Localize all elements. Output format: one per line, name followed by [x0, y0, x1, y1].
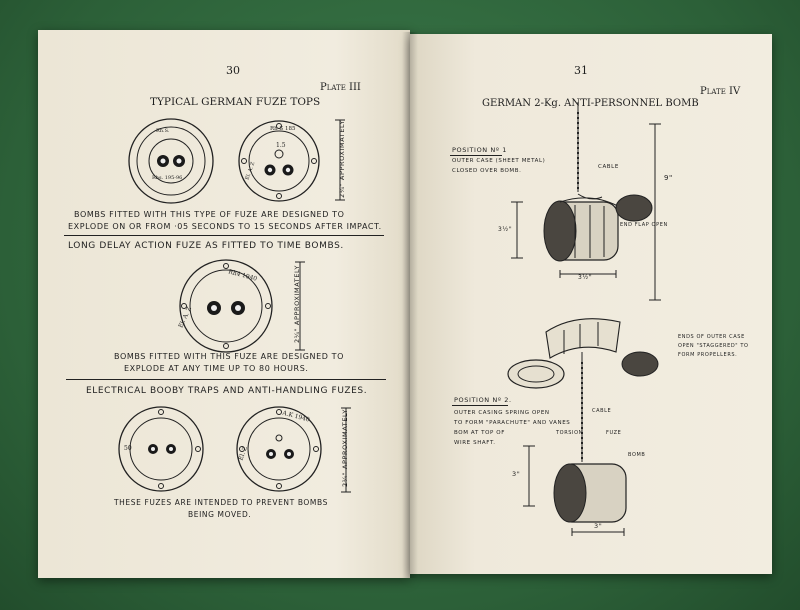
fuze-1-mark-bottom: Rhs. 195-96	[152, 175, 183, 181]
dimension-label-3: 2¼" APPROXIMATELY	[340, 409, 349, 487]
ends-note-line-1: ENDS OF OUTER CASE	[678, 334, 745, 340]
position-1-line-1: OUTER CASE (SHEET METAL)	[452, 158, 546, 164]
fuze-2-mark-top: Rh S 185	[270, 126, 296, 132]
end-flap-label: END FLAP OPEN	[620, 222, 668, 228]
dimension-9: 9"	[664, 174, 673, 182]
fuze-top-1-drawing	[128, 118, 214, 204]
position-2-line-3: BOM AT TOP OF	[454, 430, 505, 436]
dimension-line-3-5-side	[511, 201, 523, 259]
section-2-title: LONG DELAY ACTION FUZE AS FITTED TO TIME…	[68, 241, 344, 251]
caption-1-line-1: BOMBS FITTED WITH THIS TYPE OF FUZE ARE …	[74, 210, 345, 219]
position-1-underline	[450, 155, 502, 156]
fuze-1-mark-top: Rh.S.	[156, 128, 170, 134]
fuze-label: FUZE	[606, 430, 622, 436]
dimension-3-5-bottom: 3½"	[578, 274, 593, 281]
position-2-label: POSITION Nº 2.	[454, 396, 512, 404]
fuze-2-mark-center: 1.5	[276, 142, 286, 149]
position-2-underline	[452, 405, 508, 406]
dimension-label-1: 2¼" APPROXIMATELY	[337, 120, 346, 198]
section-3-title: ELECTRICAL BOOBY TRAPS AND ANTI-HANDLING…	[86, 386, 368, 396]
position-2-line-4: WIRE SHAFT.	[454, 440, 496, 446]
divider-2	[66, 379, 386, 380]
fuze-top-2-drawing	[238, 120, 320, 202]
book-spine-shadow	[402, 32, 418, 578]
bomb-position-2-drawing	[507, 318, 659, 536]
bomb-label: BOMB	[628, 452, 646, 458]
dimension-3-side: 3"	[512, 470, 521, 478]
right-page: 31 Plate IV GERMAN 2-Kg. ANTI-PERSONNEL …	[410, 34, 772, 574]
position-2-line-1: OUTER CASING SPRING OPEN	[454, 410, 550, 416]
fuze-top-3-drawing	[179, 259, 273, 353]
page-number: 31	[574, 64, 588, 77]
torsion-label: TORSION	[556, 430, 583, 436]
dimension-3-5-side: 3½"	[498, 226, 513, 233]
dimension-line-2	[295, 261, 305, 351]
position-1-line-2: CLOSED OVER BOMB.	[452, 168, 522, 174]
caption-2-line-2: EXPLODE AT ANY TIME UP TO 80 HOURS.	[124, 364, 309, 373]
dimension-3-bottom: 3"	[594, 522, 603, 530]
divider-1	[64, 235, 384, 236]
dimension-label-2: 2¼" APPROXIMATELY	[292, 265, 301, 343]
caption-3-line-1: THESE FUZES ARE INTENDED TO PREVENT BOMB…	[114, 498, 328, 507]
caption-3-line-2: BEING MOVED.	[188, 510, 252, 519]
plate-title: TYPICAL GERMAN FUZE TOPS	[150, 96, 321, 108]
dimension-line-1	[335, 119, 345, 201]
caption-2-line-1: BOMBS FITTED WITH THIS FUZE ARE DESIGNED…	[114, 352, 345, 361]
plate-label: Plate IV	[700, 86, 741, 97]
ends-note-line-3: FORM PROPELLERS.	[678, 352, 738, 358]
dimension-line-3-side	[523, 445, 535, 507]
fuze-top-5-drawing	[236, 406, 322, 492]
page-number: 30	[226, 64, 240, 77]
cable-label: CABLE	[598, 164, 619, 170]
caption-1-line-2: EXPLODE ON OR FROM ·05 SECONDS TO 15 SEC…	[68, 222, 382, 231]
ends-note-line-2: OPEN "STAGGERED" TO	[678, 343, 749, 349]
dimension-line-9	[649, 123, 661, 301]
fuze-top-4-drawing	[118, 406, 204, 492]
plate-label: Plate III	[320, 82, 361, 93]
bomb-position-1-drawing	[543, 102, 653, 278]
plate-title: GERMAN 2-Kg. ANTI-PERSONNEL BOMB	[482, 98, 699, 109]
fuze-4-mark: 50	[124, 445, 132, 452]
cable-label-2: CABLE	[592, 408, 612, 414]
position-1-label: POSITION Nº 1	[452, 146, 507, 154]
position-2-line-2: TO FORM "PARACHUTE" AND VANES	[454, 420, 571, 426]
dimension-line-3	[341, 407, 351, 493]
left-page: 30 Plate III TYPICAL GERMAN FUZE TOPS Rh…	[38, 30, 410, 578]
